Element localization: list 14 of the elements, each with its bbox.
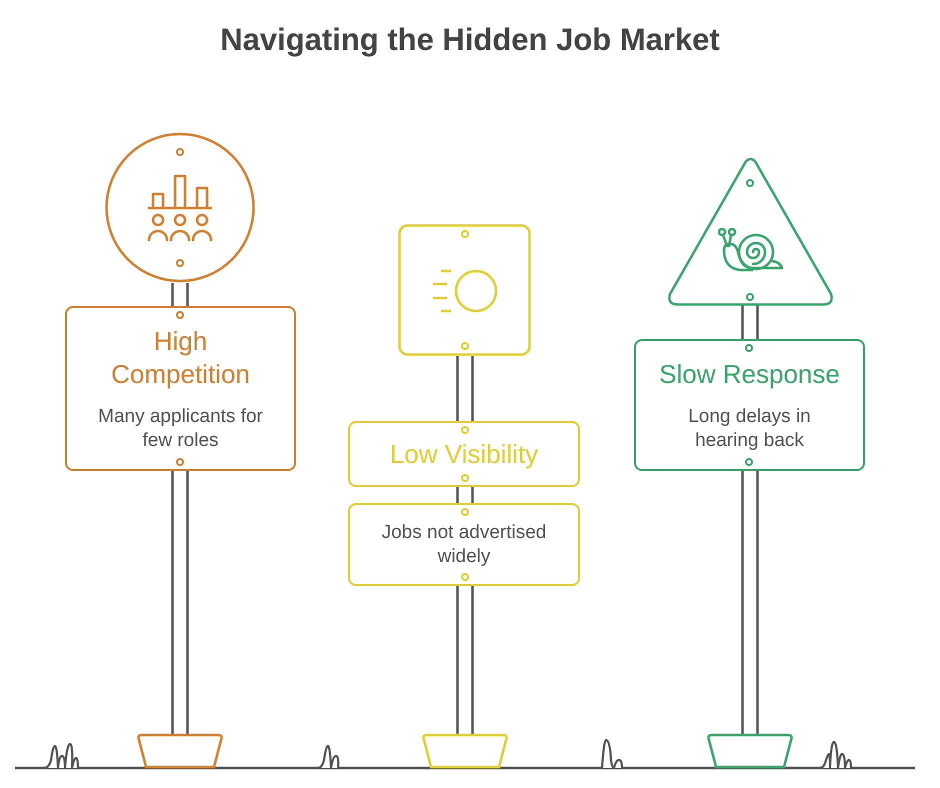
square-sign (398, 224, 531, 356)
sign-description: Long delays in hearing back (687, 404, 812, 452)
sign-board (348, 503, 580, 586)
round-sign (105, 132, 255, 283)
sign-description: Many applicants for few roles (97, 404, 264, 452)
sign-board (634, 339, 865, 471)
warning-sign (668, 158, 833, 306)
diagram-title: Navigating the Hidden Job Market (220, 22, 720, 57)
sign-board (348, 421, 580, 487)
sign-description: Jobs not advertised widely (380, 520, 548, 568)
sign-heading: Low Visibility (390, 438, 538, 470)
sign-heading: Slow Response (659, 358, 840, 390)
sign-board (65, 306, 296, 471)
sign-heading: High Competition (110, 324, 251, 390)
